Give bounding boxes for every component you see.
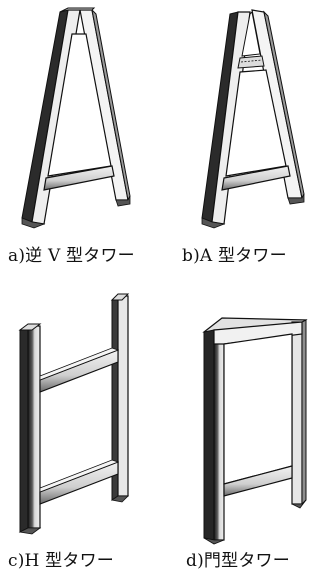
inverted-v-tower-drawing	[21, 7, 131, 229]
caption-gate-type-tower: d)門型タワー	[186, 551, 290, 571]
a-type-tower-drawing	[201, 9, 305, 229]
caption-a-type-tower: b)A 型タワー	[182, 246, 287, 266]
caption-inverted-v-tower: a)逆 V 型タワー	[8, 246, 135, 266]
h-type-tower-drawing	[18, 293, 130, 535]
caption-h-type-tower: c)H 型タワー	[8, 551, 114, 571]
gate-type-tower-drawing	[202, 317, 308, 545]
